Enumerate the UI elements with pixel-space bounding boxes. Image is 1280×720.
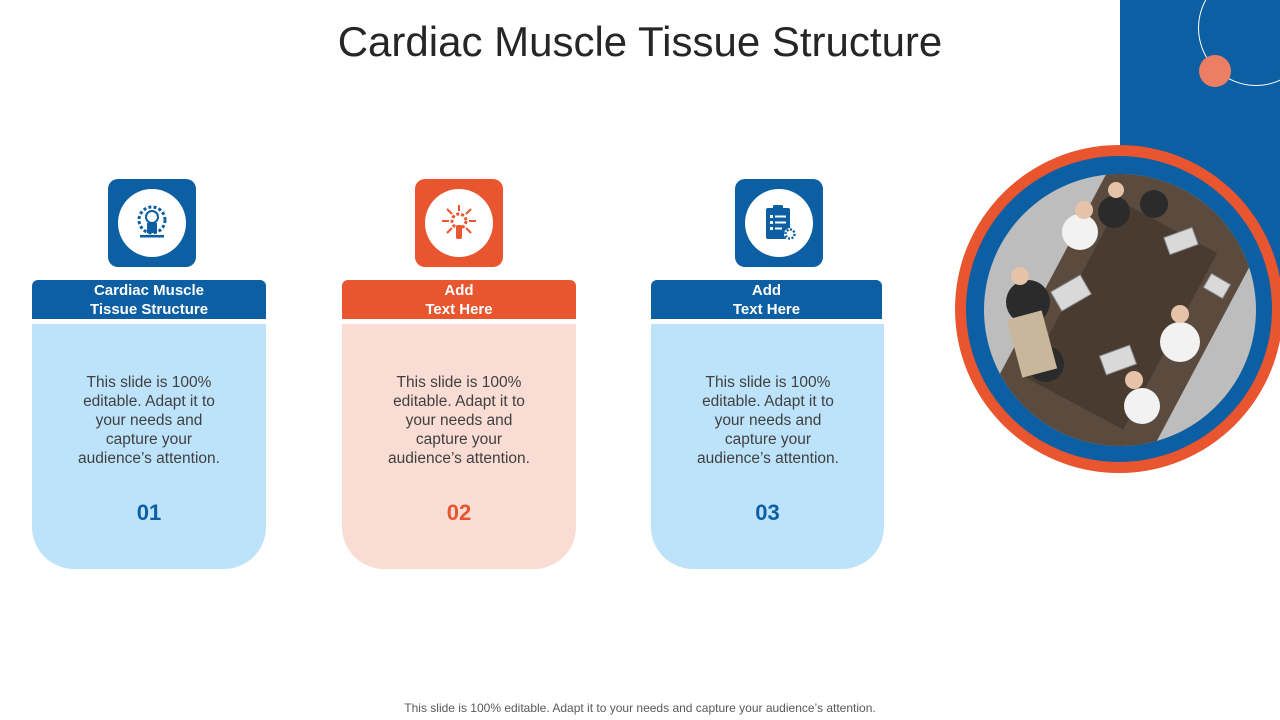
card-1-number: 01 — [136, 500, 162, 525]
footer-note: This slide is 100% editable. Adapt it to… — [404, 701, 876, 715]
card-1-description: This slide is 100% editable. Adapt it to… — [78, 374, 220, 467]
card-2-description: This slide is 100% editable. Adapt it to… — [388, 374, 530, 467]
card-3-header: Add Text Here — [651, 280, 882, 319]
card-2-header: Add Text Here — [342, 280, 576, 319]
card-3-number: 03 — [755, 500, 780, 525]
card-2-icon-tile — [415, 179, 503, 267]
card-3-body: This slide is 100% editable. Adapt it to… — [651, 324, 884, 569]
card-1-header: Cardiac Muscle Tissue Structure — [32, 280, 266, 319]
card-1-icon-tile — [108, 179, 196, 267]
card-1-body: This slide is 100% editable. Adapt it to… — [32, 324, 266, 569]
card-3-description: This slide is 100% editable. Adapt it to… — [697, 374, 839, 467]
card-3: Add Text Here This slide is 100% editabl… — [651, 0, 884, 720]
decorative-dot — [1199, 55, 1231, 87]
slide-title: Cardiac Muscle Tissue Structure — [337, 18, 943, 65]
card-2-number: 02 — [446, 500, 472, 525]
clipboard-gear-icon — [766, 205, 796, 240]
card-3-icon-tile — [735, 179, 823, 267]
team-meeting-photo — [984, 174, 1256, 446]
hand-gear-arrows-icon — [442, 205, 476, 239]
card-2: Add Text Here This slide is 100% editabl… — [342, 0, 576, 720]
card-1: Cardiac Muscle Tissue Structure This sli… — [32, 0, 266, 720]
card-2-body: This slide is 100% editable. Adapt it to… — [342, 324, 576, 569]
idea-gear-icon — [137, 205, 167, 238]
